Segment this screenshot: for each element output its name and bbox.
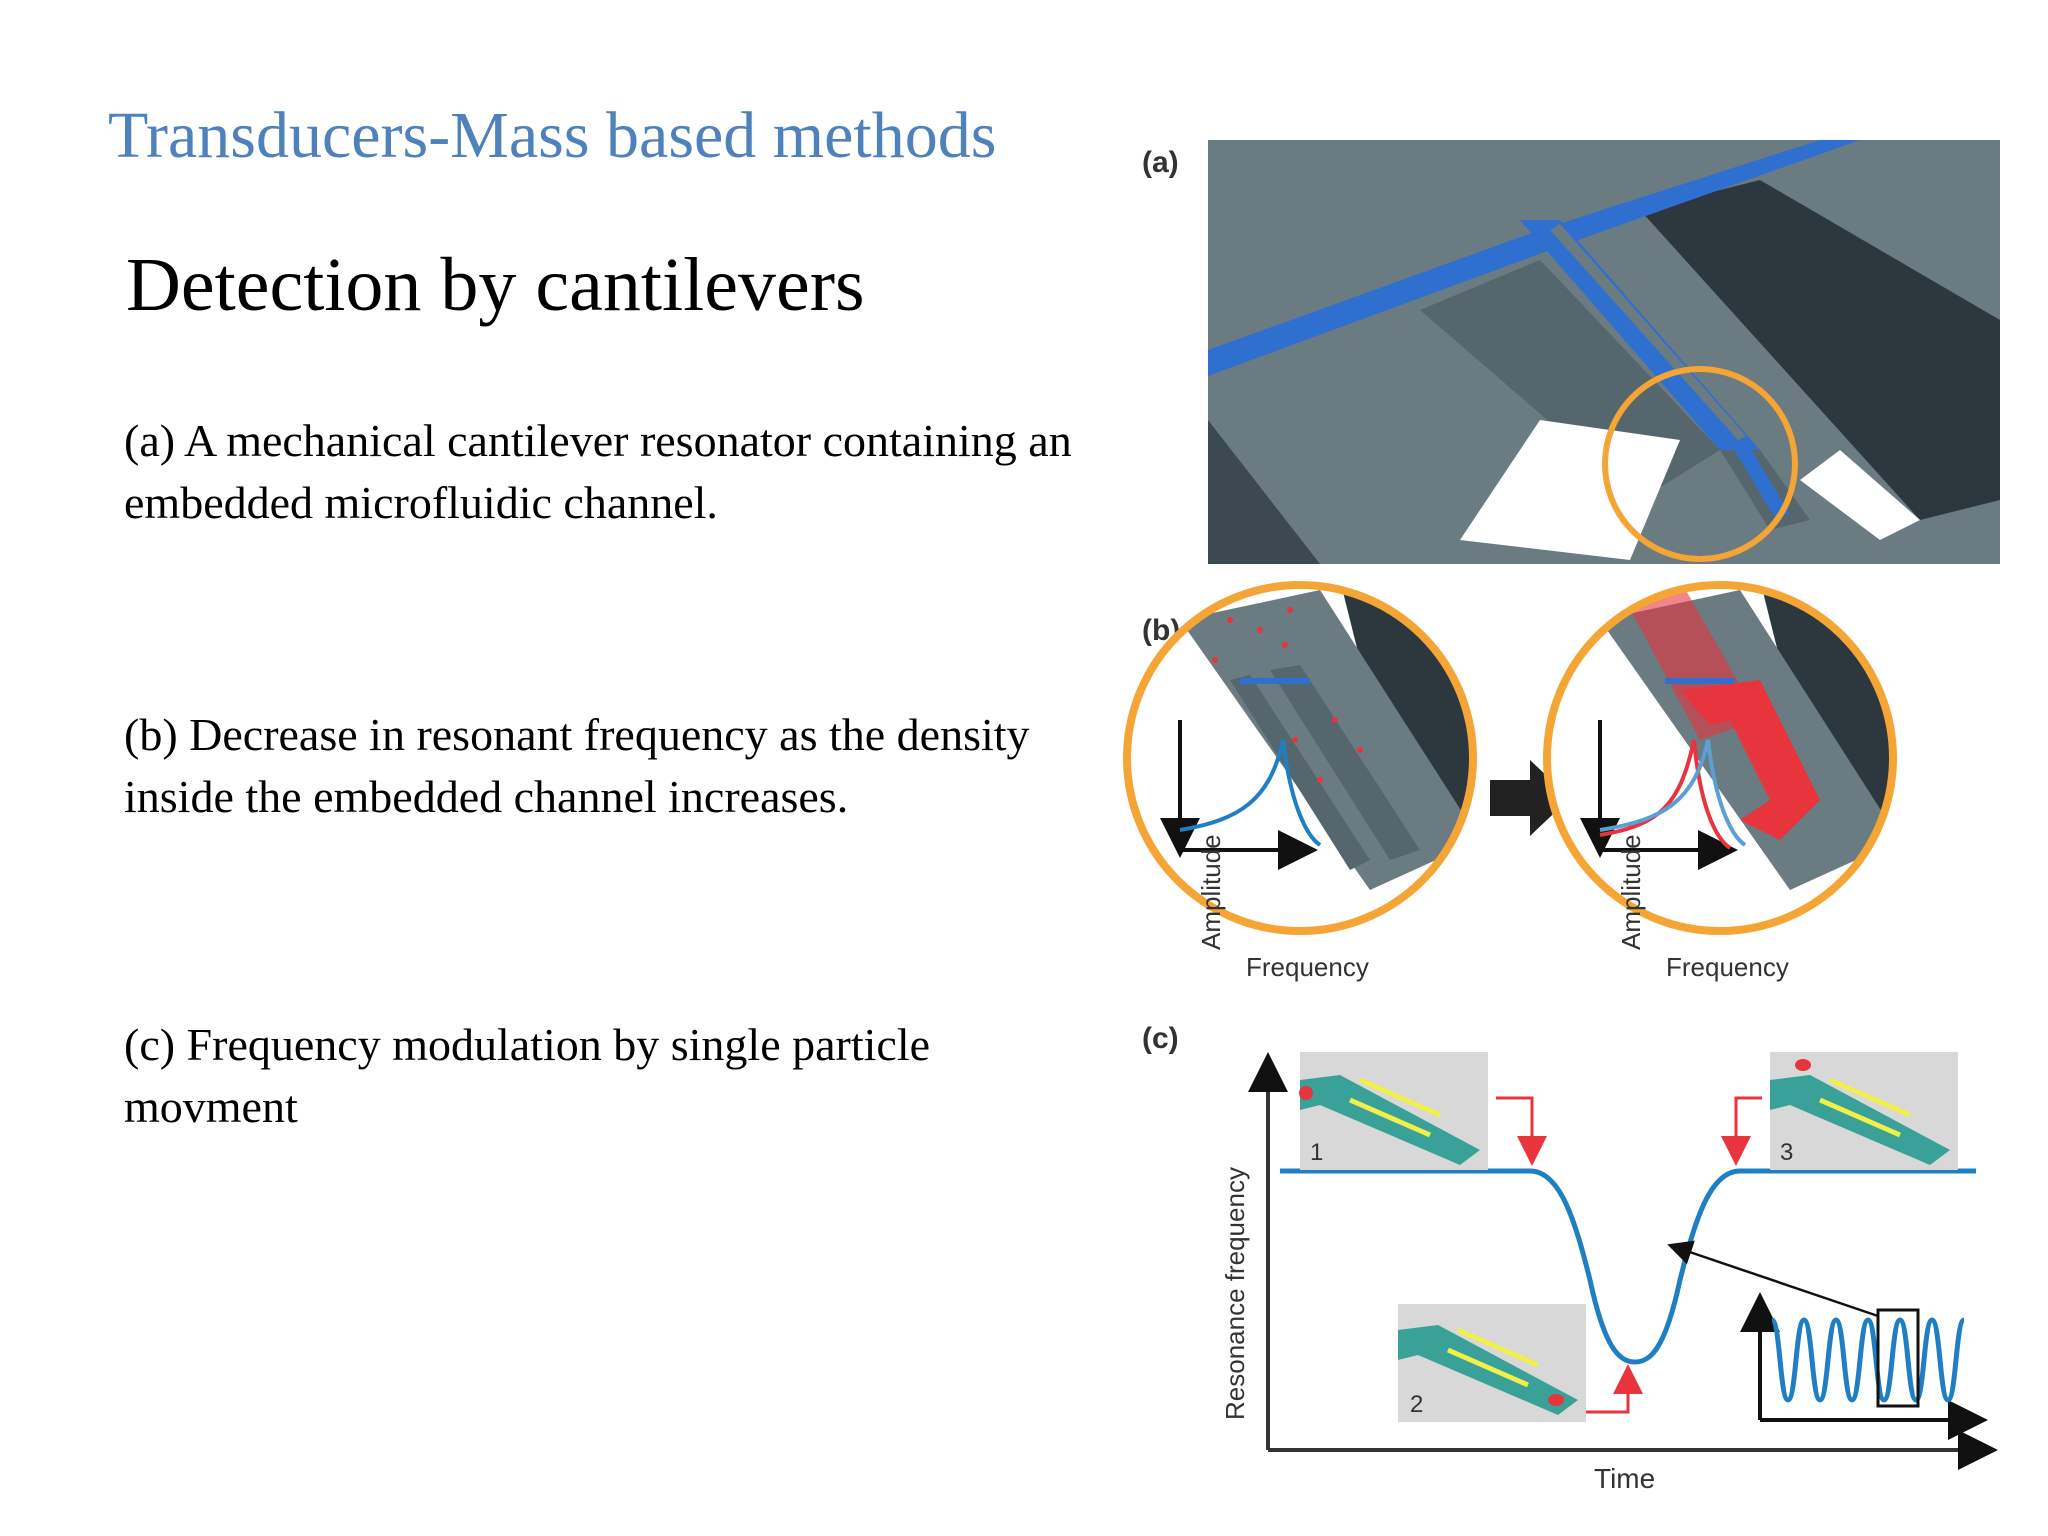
panel-c-inset-3: 3 — [1770, 1052, 1958, 1170]
panel-a-cantilever-render — [1208, 140, 2000, 564]
caption-a: (a) A mechanical cantilever resonator co… — [124, 415, 1072, 528]
panel-a-label: (a) — [1142, 146, 1179, 179]
panel-b-empty-channel-zoom — [1123, 581, 1477, 935]
panel-b-right-xlabel: Frequency — [1666, 952, 1789, 982]
inset-2-pointer — [1586, 1364, 1643, 1414]
panel-a-highlight-circle — [1602, 366, 1798, 562]
panel-b-filled-channel-zoom — [1543, 581, 1897, 935]
slide-title: Detection by cantilevers — [126, 243, 865, 327]
panel-c-frequency-trace — [1280, 1168, 1976, 1365]
slide-header: Transducers-Mass based methods — [108, 99, 997, 172]
oscillation-zoom-pointer — [1667, 1240, 1879, 1318]
panel-b-right-ylabel: Amplitude — [1616, 834, 1646, 950]
inset-1-number: 1 — [1310, 1139, 1323, 1166]
panel-c-xlabel: Time — [1594, 1463, 1655, 1494]
panel-b-left-xlabel: Frequency — [1246, 952, 1369, 982]
inset-2-number: 2 — [1410, 1391, 1423, 1418]
inset-3-pointer — [1721, 1096, 1762, 1166]
panel-c-inset-2: 2 — [1398, 1304, 1586, 1422]
panel-c-label: (c) — [1142, 1022, 1179, 1055]
panel-c-ylabel: Resonance frequency — [1220, 1167, 1250, 1420]
caption-c: (c) Frequency modulation by single parti… — [124, 1019, 931, 1132]
cantilever-figure: (a) (b) — [1123, 140, 2000, 1494]
panel-c-inset-1: 1 — [1299, 1052, 1488, 1170]
panel-b-left-ylabel: Amplitude — [1196, 834, 1226, 950]
panel-c-oscillation-inset — [1740, 1292, 1988, 1440]
inset-3-number: 3 — [1780, 1139, 1793, 1166]
inset-1-pointer — [1496, 1096, 1547, 1166]
caption-b: (b) Decrease in resonant frequency as th… — [124, 709, 1030, 822]
